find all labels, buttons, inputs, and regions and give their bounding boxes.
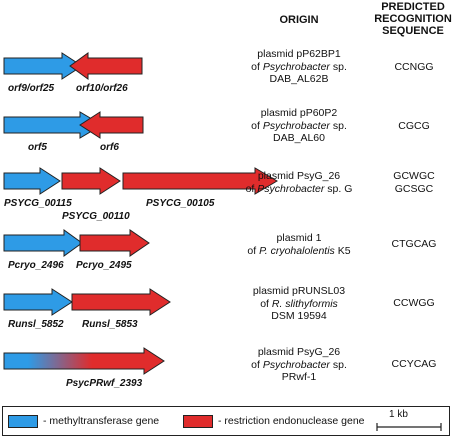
endonuclease-legend-label: - restriction endonuclease gene <box>218 415 365 427</box>
scale-bar <box>376 423 442 431</box>
sequence-cell: CCNGG <box>394 61 434 73</box>
methyltransferase-arrow <box>3 229 83 257</box>
origin-cell: plasmid pP60P2 of Psychrobacter sp. DAB_… <box>226 107 372 145</box>
origin-line: of Psychrobacter sp. <box>251 119 347 132</box>
origin-line: plasmid pP60P2 <box>260 107 338 119</box>
endonuclease-arrow <box>69 52 143 80</box>
gene-label: PSYCG_00105 <box>146 198 215 209</box>
scale-label: 1 kb <box>389 409 408 420</box>
origin-line: of R. slithyformis <box>260 297 338 310</box>
gene-label: orf9/orf25 <box>8 83 55 94</box>
origin-header: ORIGIN <box>279 14 319 26</box>
origin-line: of Psychrobacter sp. <box>251 358 347 371</box>
methyltransferase-arrow <box>3 52 83 80</box>
gene-label: PsycPRwf_2393 <box>66 378 143 389</box>
gene-label: PSYCG_00115 <box>4 198 72 209</box>
origin-line: plasmid pP62BP1 <box>257 48 341 60</box>
methyltransferase-arrow <box>3 288 73 316</box>
origin-line: plasmid 1 <box>276 232 322 244</box>
gene-label: Pcryo_2495 <box>76 260 132 271</box>
sequence-header: PREDICTED RECOGNITION SEQUENCE <box>374 1 452 37</box>
gene-label: orf6 <box>100 142 119 153</box>
gene-label: orf5 <box>28 142 47 153</box>
endonuclease-arrow <box>71 288 171 316</box>
fusion-gene-arrow <box>3 347 165 375</box>
sequence-cell: CTGCAG <box>391 238 437 250</box>
origin-line: plasmid PsyG_26 <box>257 346 341 358</box>
sequence-cell: CGCG <box>398 120 430 132</box>
origin-line: of Psychrobacter sp. <box>251 60 347 73</box>
methyltransferase-legend-label: - methyltransferase gene <box>43 415 160 427</box>
origin-line: plasmid pRUNSL03 <box>252 285 346 297</box>
origin-line: of Psychrobacter sp. G <box>245 182 353 195</box>
sequence-cell: CCWGG <box>393 297 435 309</box>
gene-arrows <box>3 52 278 375</box>
gene-label: Runsl_5852 <box>8 319 64 330</box>
origin-cell: plasmid 1 of P. cryohalolentis K5 <box>226 232 372 257</box>
endonuclease-arrow <box>122 167 278 195</box>
endonuclease-arrow <box>61 167 121 195</box>
gene-label: Pcryo_2496 <box>8 260 64 271</box>
origin-line: DAB_AL62B <box>269 73 329 85</box>
origin-cell: plasmid PsyG_26 of Psychrobacter sp. G <box>226 170 372 195</box>
origin-line: DSM 19594 <box>271 310 327 322</box>
gene-label: Runsl_5853 <box>82 319 138 330</box>
gene-label: orf10/orf26 <box>76 83 128 94</box>
origin-cell: plasmid PsyG_26 of Psychrobacter sp. PRw… <box>226 346 372 384</box>
legend: - methyltransferase gene - restriction e… <box>2 406 450 436</box>
sequence-cell: CCYCAG <box>391 358 437 370</box>
origin-cell: plasmid pP62BP1 of Psychrobacter sp. DAB… <box>226 48 372 86</box>
origin-line: of P. cryohalolentis K5 <box>247 244 351 257</box>
origin-line: PRwf-1 <box>281 371 317 383</box>
origin-line: plasmid PsyG_26 <box>257 170 341 182</box>
methyltransferase-arrow <box>3 167 61 195</box>
endonuclease-arrow <box>79 229 150 257</box>
endonuclease-swatch <box>183 415 213 428</box>
origin-line: DAB_AL60 <box>273 132 325 144</box>
methyltransferase-swatch <box>8 415 38 428</box>
origin-cell: plasmid pRUNSL03 of R. slithyformis DSM … <box>226 285 372 323</box>
gene-label: PSYCG_00110 <box>62 211 130 222</box>
endonuclease-arrow <box>79 111 144 139</box>
